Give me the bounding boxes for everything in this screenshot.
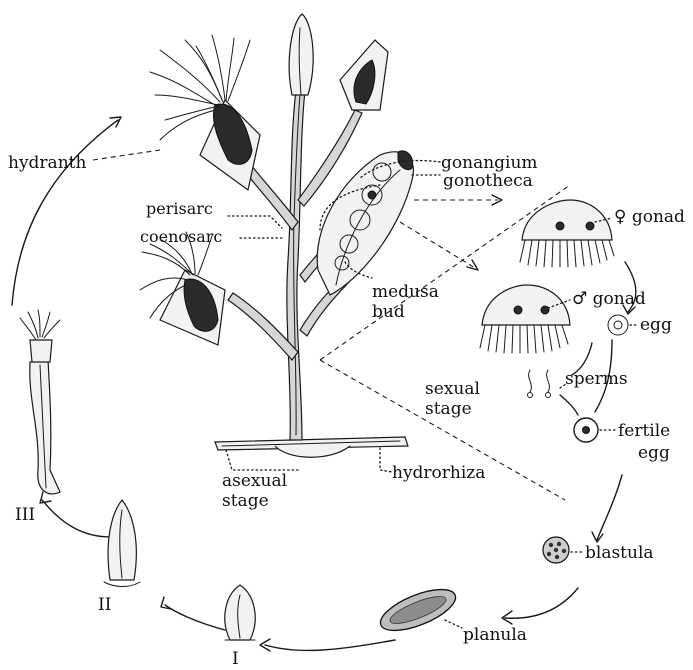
female-medusa-bell <box>522 200 612 240</box>
label-medusa-bud-line2: bud <box>372 302 405 322</box>
label-hydrorhiza: hydrorhiza <box>392 463 485 483</box>
fertile-egg-cell <box>574 418 598 442</box>
male-medusa-tentacles <box>480 325 568 353</box>
arrowhead-male-medusa <box>467 260 478 270</box>
hydranth-lower-left <box>140 232 225 345</box>
terminal-bud <box>289 14 313 95</box>
gonangium <box>317 151 413 295</box>
label-stage-3: III <box>15 505 35 525</box>
cycle-arc-bottom <box>165 605 225 630</box>
female-gonad-spot-1 <box>556 222 564 230</box>
sperm-cells <box>528 370 551 398</box>
cycle-arc-fertile-to-blastula <box>597 475 622 540</box>
label-planula: planula <box>463 625 527 645</box>
label-gonangium: gonangium <box>441 153 538 173</box>
label-fertile-egg-line1: fertile <box>618 421 670 441</box>
label-egg: egg <box>640 315 672 335</box>
stolon-base-mound <box>275 446 350 457</box>
cycle-arc-blastula-to-planula <box>505 588 578 618</box>
dash-to-male-medusa <box>400 222 475 268</box>
male-gonad-spot-1 <box>514 306 522 314</box>
label-female-gonad: ♀ gonad <box>614 207 685 227</box>
gonotheca <box>317 152 413 295</box>
polyp-stage-2 <box>104 500 140 587</box>
planula-larva <box>375 581 460 639</box>
label-coenosarc: coenosarc <box>140 227 222 246</box>
label-hydranth: hydranth <box>8 153 86 173</box>
label-asexual-stage-line1: asexual <box>222 471 287 491</box>
label-perisarc: perisarc <box>146 199 213 218</box>
label-asexual-stage-line2: stage <box>222 491 269 511</box>
polyp-stage-1 <box>225 585 255 640</box>
arrow-sperm-to-fertile <box>560 395 578 415</box>
label-stage-1: I <box>232 649 239 669</box>
stage-3-tentacles <box>20 310 60 340</box>
label-sperms: sperms <box>565 369 628 389</box>
cycle-arc-planula-to-I <box>265 640 395 650</box>
polyp-stage-3 <box>20 310 60 494</box>
egg-cell <box>608 315 628 335</box>
female-medusa-tentacles <box>520 240 614 267</box>
label-sexual-stage-line2: stage <box>425 399 472 419</box>
label-sexual-stage-line1: sexual <box>425 379 480 399</box>
label-medusa-bud-line1: medusa <box>372 282 439 302</box>
medusa-bud-2-core <box>368 191 376 199</box>
cycle-arc-left <box>12 120 118 305</box>
leader-hydranth <box>93 150 160 160</box>
female-gonad-spot-2 <box>586 222 594 230</box>
leader-planula <box>445 620 462 628</box>
label-gonotheca: gonotheca <box>443 171 533 191</box>
male-medusa <box>480 285 570 353</box>
label-stage-2: II <box>98 595 111 615</box>
hydranth-main <box>150 35 260 190</box>
leader-hydrorhiza <box>380 448 392 472</box>
leader-perisarc <box>228 216 282 228</box>
label-fertile-egg-line2: egg <box>638 443 670 463</box>
label-blastula: blastula <box>585 543 654 563</box>
blastula-cell <box>543 537 569 563</box>
hydrotheca-top-right <box>340 40 388 110</box>
label-male-gonad: ♂ gonad <box>572 289 646 309</box>
male-gonad-spot-2 <box>541 306 549 314</box>
